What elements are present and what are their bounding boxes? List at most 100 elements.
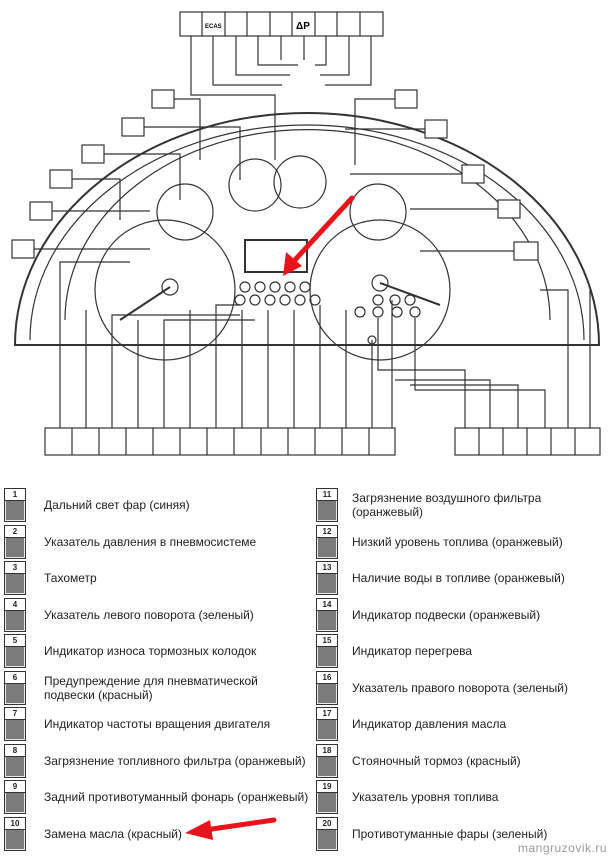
legend-text: Указатель уровня топлива [352, 790, 499, 804]
legend-text: Указатель правого поворота (зеленый) [352, 680, 568, 695]
indicator-number: 3 [5, 562, 25, 574]
indicator-glyph-icon [318, 610, 336, 630]
legend-text: Загрязнение топливного фильтра (оранжевы… [44, 753, 306, 768]
indicator-number: 4 [5, 598, 25, 611]
indicator-number: 18 [317, 744, 337, 757]
legend-text: Индикатор подвески (оранжевый) [352, 607, 541, 622]
legend-text: Индикатор перегрева [352, 644, 473, 658]
legend-text: Предупреждение для пневматической подвес… [44, 673, 258, 702]
indicator-icon: 19 [316, 780, 338, 814]
legend-item: 1 Дальний свет фар (синяя) [4, 487, 190, 523]
indicator-icon: 6 [4, 670, 26, 705]
legend-item: 11 Загрязнение воздушного фильтра (оранже… [316, 487, 611, 523]
top-icon-strip [179, 11, 384, 37]
indicator-number: 17 [317, 708, 337, 720]
indicator-glyph-icon [6, 647, 24, 666]
legend-text: Противотуманные фары (зеленый) [352, 826, 548, 841]
indicator-glyph-icon [318, 829, 336, 849]
indicator-icon: 7 [4, 707, 26, 741]
indicator-icon: 2 [4, 524, 26, 559]
legend-text: Загрязнение воздушного фильтра (оранжевы… [352, 491, 542, 519]
legend-text: Наличие воды в топливе (оранжевый) [352, 571, 565, 585]
indicator-number: 16 [317, 671, 337, 684]
legend-text: Указатель левого поворота (зеленый) [44, 607, 254, 622]
indicator-number: 8 [5, 744, 25, 757]
indicator-number: 20 [317, 817, 337, 830]
warning-lamps [234, 281, 421, 345]
top-label-delta-p: ΔP [296, 21, 310, 32]
indicator-icon: 18 [316, 743, 338, 778]
legend-text: Индикатор частоты вращения двигателя [44, 717, 271, 731]
indicator-number: 12 [317, 525, 337, 538]
indicator-icon: 13 [316, 561, 338, 595]
indicator-glyph-icon [318, 683, 336, 703]
indicator-glyph-icon [6, 610, 24, 630]
legend-text: Дальний свет фар (синяя) [44, 498, 190, 512]
indicator-glyph-icon [318, 501, 336, 520]
indicator-glyph-icon [6, 537, 24, 557]
indicator-number: 9 [5, 781, 25, 793]
indicator-glyph-icon [6, 501, 24, 520]
legend-item: 5 Индикатор износа тормозных колодок [4, 633, 256, 669]
indicator-number: 14 [317, 598, 337, 611]
top-label-ecas: ECAS [205, 24, 222, 30]
indicator-number: 2 [5, 525, 25, 538]
indicator-number: 10 [5, 817, 25, 830]
indicator-glyph-icon [6, 829, 24, 849]
indicator-icon: 20 [316, 816, 338, 851]
indicator-icon: 9 [4, 780, 26, 814]
legend-text: Задний противотуманный фонарь (оранжевый… [44, 790, 309, 804]
callout-boxes [11, 89, 539, 261]
indicator-icon: 15 [316, 634, 338, 668]
indicator-glyph-icon [318, 793, 336, 812]
watermark: mangruzovik.ru [517, 841, 607, 855]
legend-item: 6 Предупреждение для пневматической подве… [4, 670, 309, 706]
indicator-glyph-icon [6, 793, 24, 812]
indicator-icon: 10 [4, 816, 26, 851]
indicator-icon: 1 [4, 488, 26, 522]
indicator-number: 19 [317, 781, 337, 793]
indicator-icon: 16 [316, 670, 338, 705]
indicator-number: 11 [317, 489, 337, 501]
indicator-glyph-icon [6, 720, 24, 739]
legend-text: Индикатор износа тормозных колодок [44, 644, 257, 658]
legend-text: Замена масла (красный) [44, 826, 182, 841]
indicator-glyph-icon [6, 574, 24, 593]
legend-text: Индикатор давления масла [352, 717, 507, 731]
bottom-icon-row [44, 427, 601, 456]
indicator-glyph-icon [318, 647, 336, 666]
legend-text: Указатель давления в пневмосистеме [44, 534, 257, 549]
indicator-icon: 17 [316, 707, 338, 741]
indicator-icon: 8 [4, 743, 26, 778]
indicator-icon: 12 [316, 524, 338, 559]
indicator-number: 13 [317, 562, 337, 574]
instrument-cluster-diagram: ECAS ΔP [11, 11, 601, 456]
indicator-icon: 14 [316, 597, 338, 632]
indicator-glyph-icon [318, 574, 336, 593]
indicator-icon: 4 [4, 597, 26, 632]
indicator-number: 15 [317, 635, 337, 647]
indicator-icon: 5 [4, 634, 26, 668]
indicator-number: 7 [5, 708, 25, 720]
indicator-glyph-icon [318, 720, 336, 739]
indicator-glyph-icon [318, 756, 336, 776]
legend-text: Стояночный тормоз (красный) [352, 753, 521, 768]
legend-text: Низкий уровень топлива (оранжевый) [352, 534, 563, 549]
dashboard-outline [13, 112, 601, 346]
